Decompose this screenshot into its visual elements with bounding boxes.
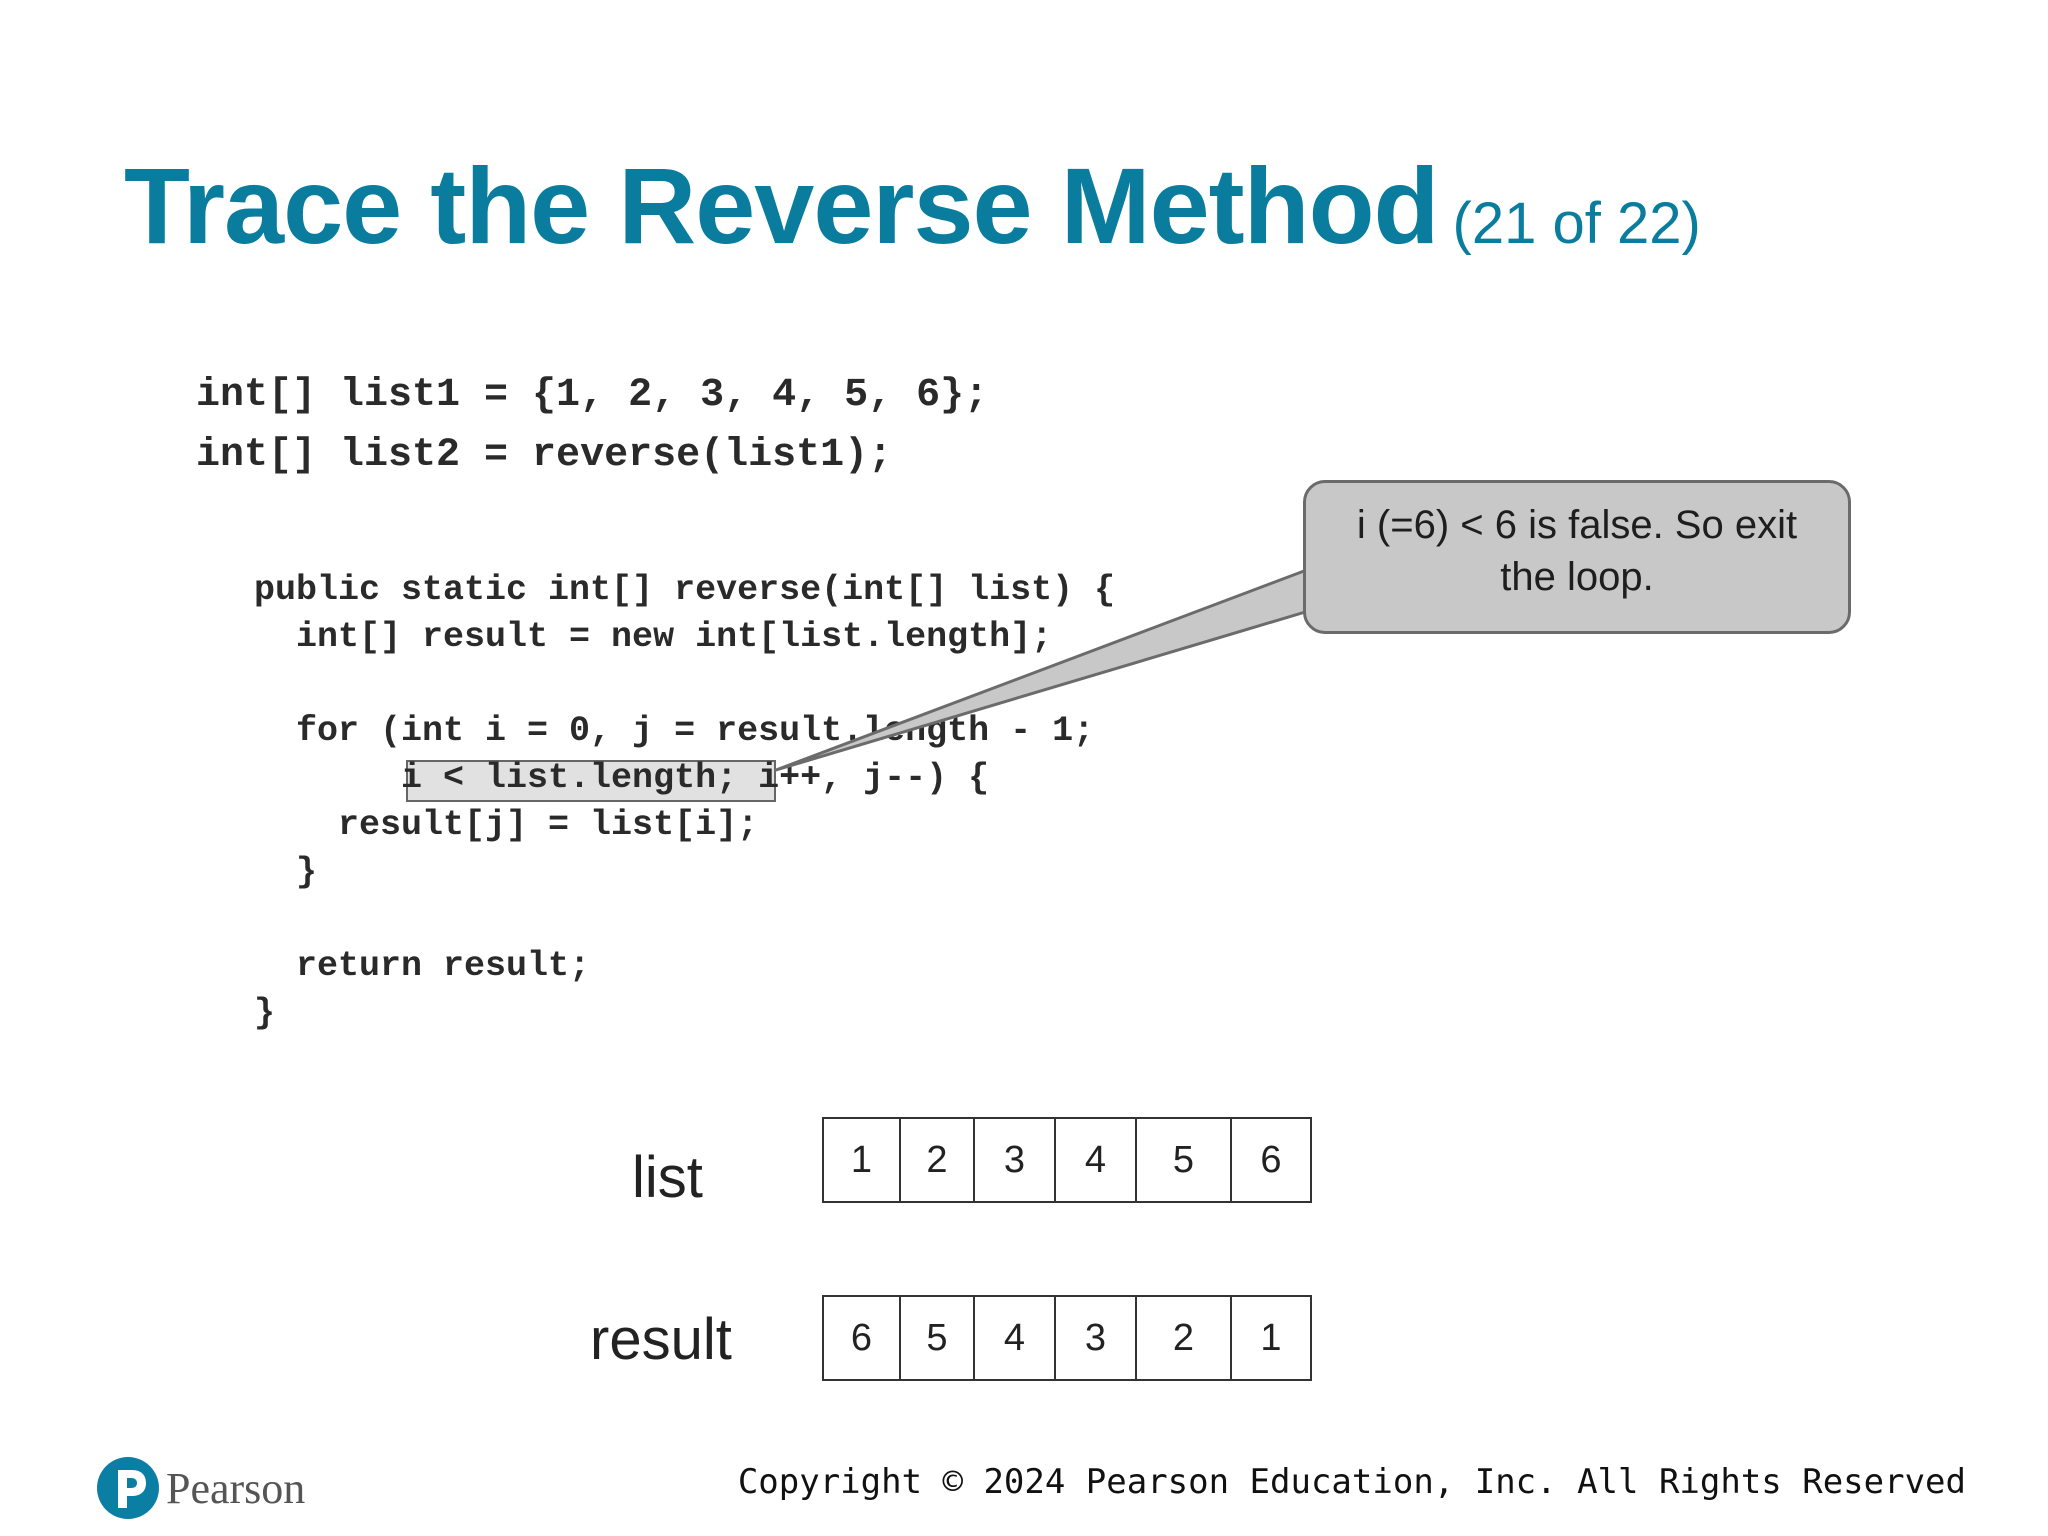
code-line: return result; — [254, 946, 591, 986]
code-line: public static int[] reverse(int[] list) … — [254, 570, 1116, 610]
code-main: int[] list1 = {1, 2, 3, 4, 5, 6}; int[] … — [196, 366, 988, 486]
code-line: } — [254, 993, 276, 1033]
array-cell: 5 — [1135, 1119, 1230, 1201]
callout-line-1: i (=6) < 6 is false. So exit — [1356, 503, 1798, 547]
array-cell: 2 — [899, 1119, 973, 1201]
array-cell: 5 — [899, 1297, 973, 1379]
array-cell: 2 — [1135, 1297, 1230, 1379]
array-cell: 6 — [1230, 1119, 1310, 1201]
code-line: int[] list1 = {1, 2, 3, 4, 5, 6}; — [196, 373, 989, 418]
result-label: result — [590, 1307, 732, 1372]
callout-line-2: the loop. — [1500, 555, 1654, 599]
condition-highlight — [406, 760, 776, 802]
array-cell: 4 — [1054, 1119, 1135, 1201]
array-cell: 3 — [973, 1119, 1054, 1201]
title-text: Trace the Reverse Method — [124, 145, 1440, 266]
code-line: } — [254, 852, 318, 892]
pearson-logo-icon — [97, 1457, 159, 1519]
array-cell: 1 — [850, 1138, 873, 1181]
list-label: list — [632, 1145, 703, 1210]
code-line: int[] list2 = reverse(list1); — [196, 433, 893, 478]
slide-title: Trace the Reverse Method(21 of 22) — [124, 152, 1701, 260]
array-cell: 4 — [973, 1297, 1054, 1379]
code-reverse-method: public static int[] reverse(int[] list) … — [254, 567, 1115, 1037]
code-line: int[] result = new int[list.length]; — [254, 617, 1053, 657]
callout-bubble: i (=6) < 6 is false. So exit the loop. — [1303, 480, 1851, 634]
array-cell: 3 — [1054, 1297, 1135, 1379]
list-array: 1 2 3 4 5 6 — [822, 1117, 1312, 1203]
pearson-logo-text: Pearson — [166, 1463, 306, 1513]
array-cell: 1 — [1230, 1297, 1310, 1379]
slide-counter: (21 of 22) — [1452, 191, 1701, 256]
code-line: result[j] = list[i]; — [254, 805, 759, 845]
array-cell: 6 — [850, 1316, 873, 1359]
pearson-logo: Pearson — [96, 1456, 305, 1520]
code-line: i < list.length; i++, j--) { — [254, 758, 990, 798]
copyright-notice: Copyright © 2024 Pearson Education, Inc.… — [737, 1462, 1966, 1502]
result-array: 6 5 4 3 2 1 — [822, 1295, 1312, 1381]
